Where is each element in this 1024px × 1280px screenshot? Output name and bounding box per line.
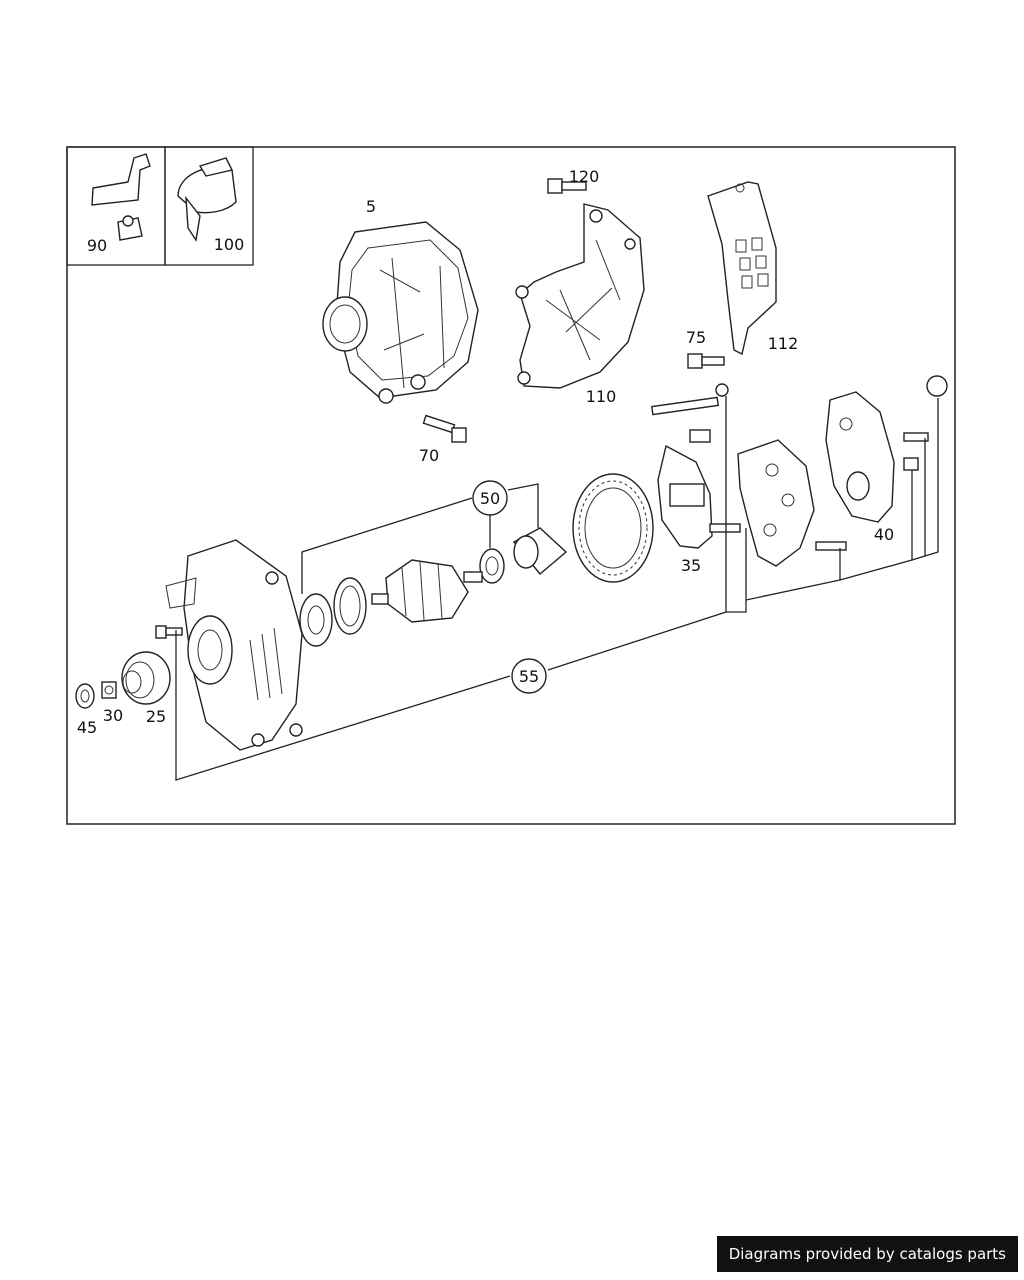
nut-part-30[interactable] [101, 681, 117, 699]
credit-banner: Diagrams provided by catalogs parts [716, 1236, 1018, 1272]
clip-part-100[interactable] [177, 157, 237, 242]
regulator-part-35[interactable] [657, 429, 741, 549]
label-40: 40 [874, 525, 894, 544]
label-75: 75 [686, 328, 706, 347]
heat-shield-part-112[interactable] [707, 181, 777, 356]
label-110: 110 [586, 387, 617, 406]
label-5: 5 [366, 197, 376, 216]
label-35: 35 [681, 556, 701, 575]
large-bearing[interactable] [299, 593, 333, 647]
through-bolt[interactable] [650, 383, 729, 416]
label-120: 120 [569, 167, 600, 186]
rectifier-plate[interactable] [737, 439, 815, 567]
label-25: 25 [146, 707, 166, 726]
rotor[interactable] [371, 559, 483, 623]
label-45: 45 [77, 718, 97, 737]
housing-screw[interactable] [155, 625, 183, 639]
alternator-part-5[interactable] [322, 221, 479, 404]
bolt-part-120[interactable] [547, 178, 587, 194]
label-112: 112 [768, 334, 799, 353]
pulley-part-25[interactable] [121, 651, 171, 705]
cap-part-45[interactable] [75, 683, 95, 709]
slip-ring-end[interactable] [512, 527, 568, 575]
label-50: 50 [480, 489, 500, 508]
callout-circle-55 [511, 658, 547, 694]
mounting-bracket-part-110[interactable] [515, 203, 645, 389]
bolt-part-75[interactable] [687, 353, 725, 369]
rear-cover-part-40[interactable] [815, 375, 948, 551]
label-100: 100 [214, 235, 245, 254]
inset-frame-100 [164, 146, 254, 266]
stator[interactable] [572, 473, 654, 583]
diagram-frame [66, 146, 956, 825]
bolt-part-70[interactable] [422, 414, 467, 443]
small-bearing[interactable] [479, 548, 505, 584]
bracket-part-90[interactable] [91, 153, 151, 241]
gasket[interactable] [333, 577, 367, 635]
label-90: 90 [87, 236, 107, 255]
label-30: 30 [103, 706, 123, 725]
label-55: 55 [519, 667, 539, 686]
label-70: 70 [419, 446, 439, 465]
leader-lines [175, 396, 939, 781]
callout-circle-50 [472, 480, 508, 516]
front-housing[interactable] [165, 539, 303, 751]
